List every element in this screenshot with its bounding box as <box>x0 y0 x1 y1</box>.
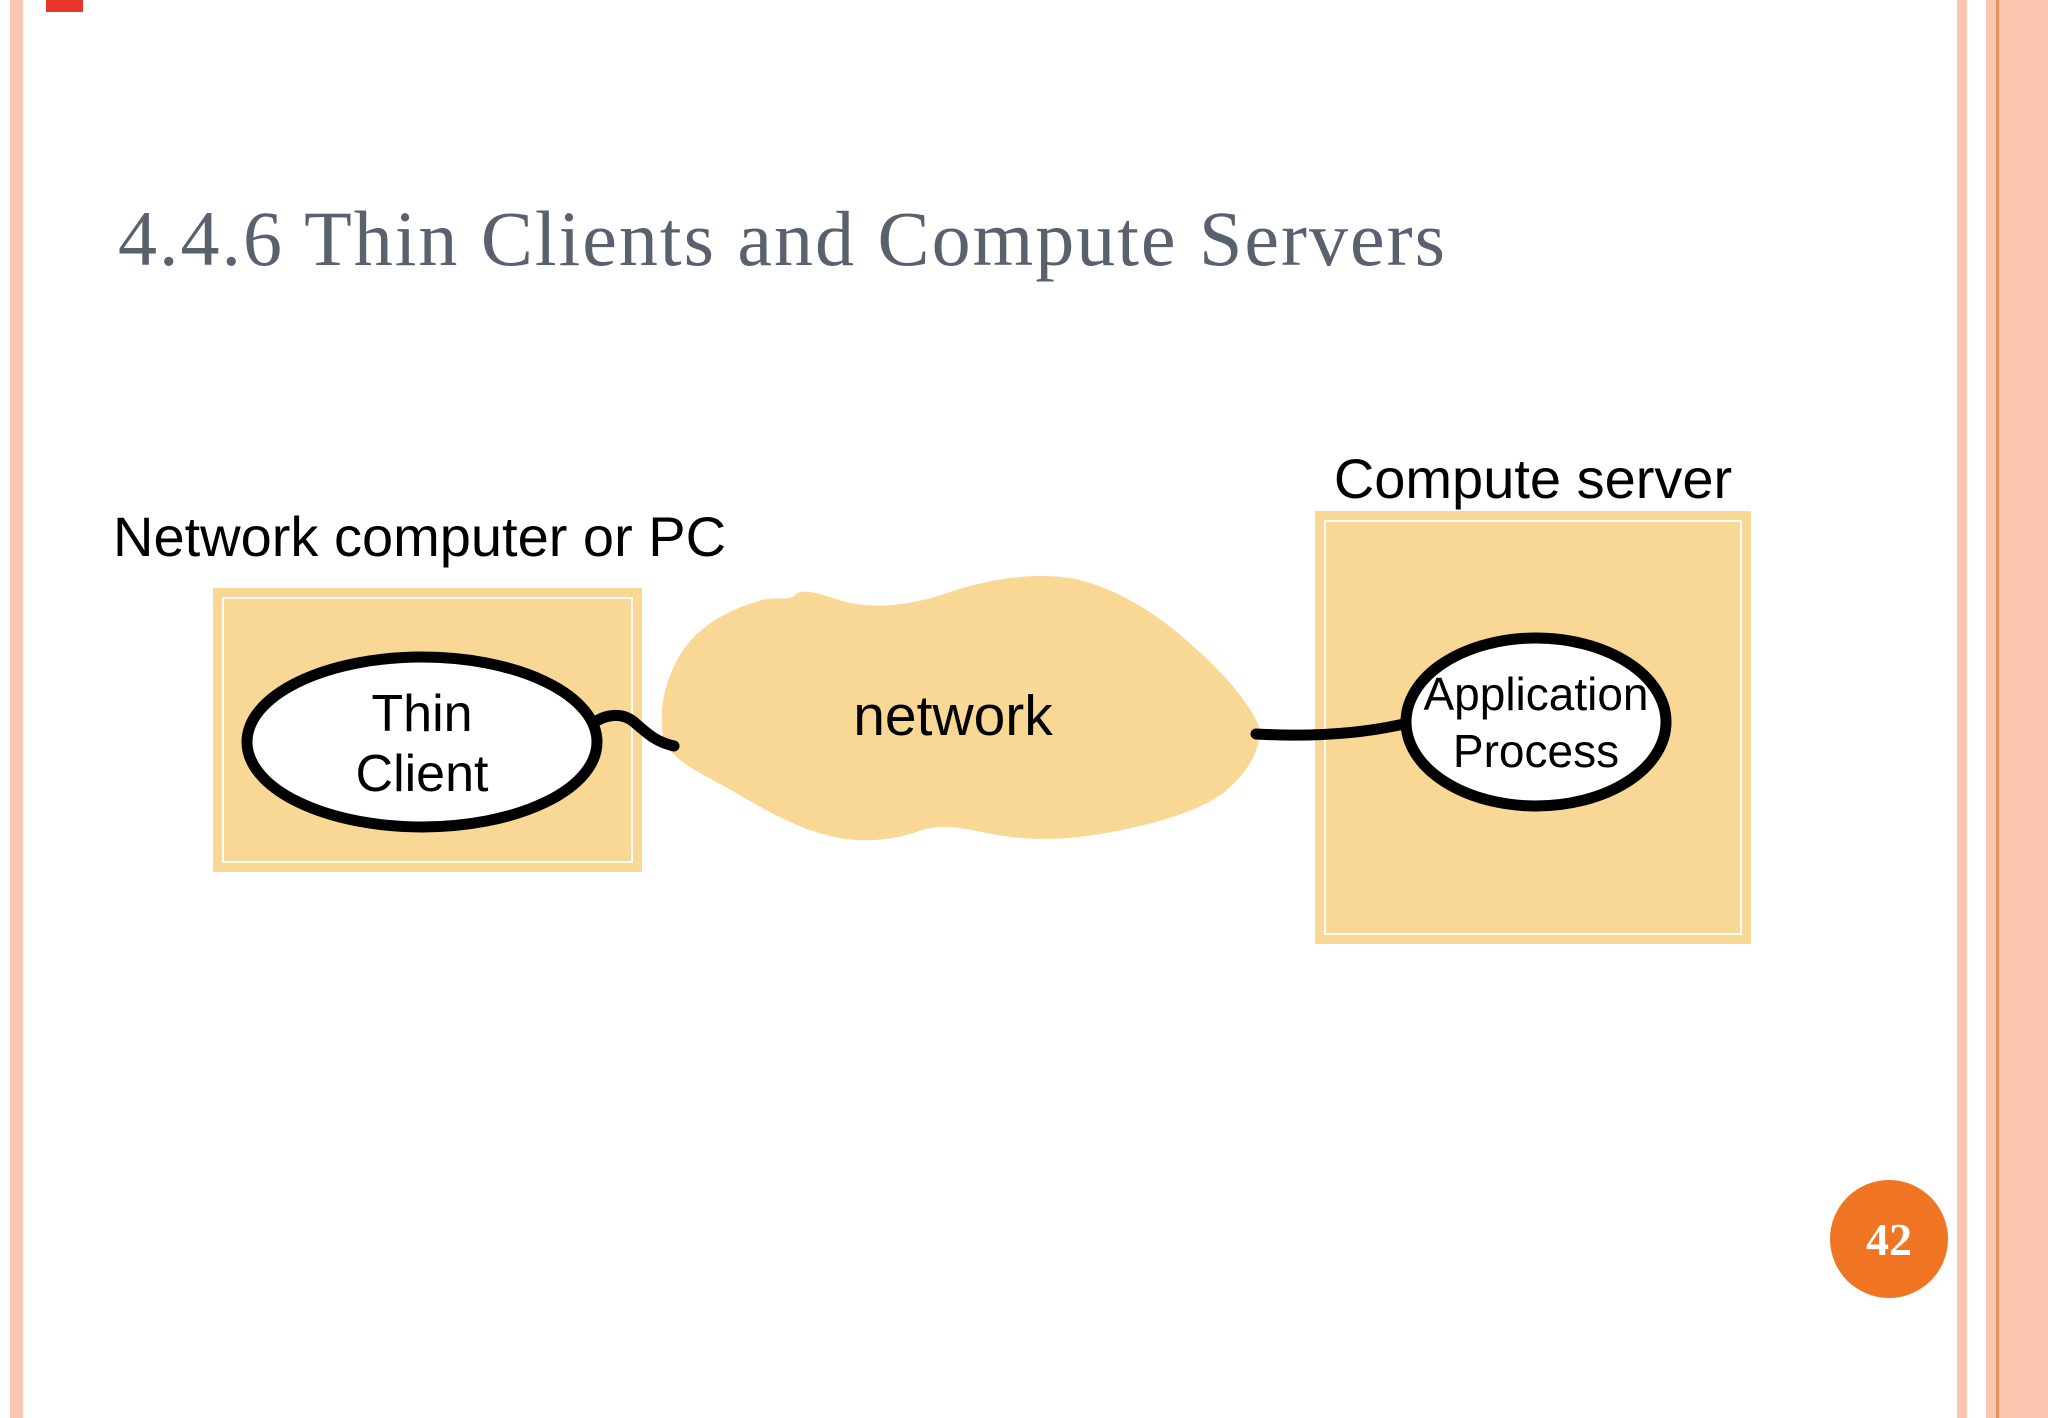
slide-title: 4.4.6 Thin Clients and Compute Servers <box>118 195 1447 282</box>
application-process-line1: Application <box>1423 668 1649 720</box>
page-number-badge: 42 <box>1830 1180 1948 1298</box>
network-cloud-icon <box>661 575 1260 841</box>
right-edge-thin-stripe <box>1957 0 1967 1418</box>
top-left-red-mark <box>46 0 83 12</box>
network-to-server-connector <box>1250 716 1418 741</box>
thin-client-node-label: Thin Client <box>272 684 572 804</box>
server-box-label: Compute server <box>1333 447 1733 510</box>
thin-client-line2: Client <box>355 745 489 803</box>
thin-client-node-shape <box>241 651 603 833</box>
client-box-label: Network computer or PC <box>113 505 727 568</box>
application-process-line2: Process <box>1452 725 1620 777</box>
application-process-node-shape <box>1400 632 1672 812</box>
page-number: 42 <box>1866 1213 1912 1265</box>
left-edge-stripe <box>10 0 23 1418</box>
network-label: network <box>853 684 1053 748</box>
client-to-network-connector <box>586 710 680 752</box>
application-process-node-label: Application Process <box>1386 666 1686 780</box>
right-edge-dark-line <box>1996 0 1999 1418</box>
thin-client-line1: Thin <box>371 685 473 743</box>
